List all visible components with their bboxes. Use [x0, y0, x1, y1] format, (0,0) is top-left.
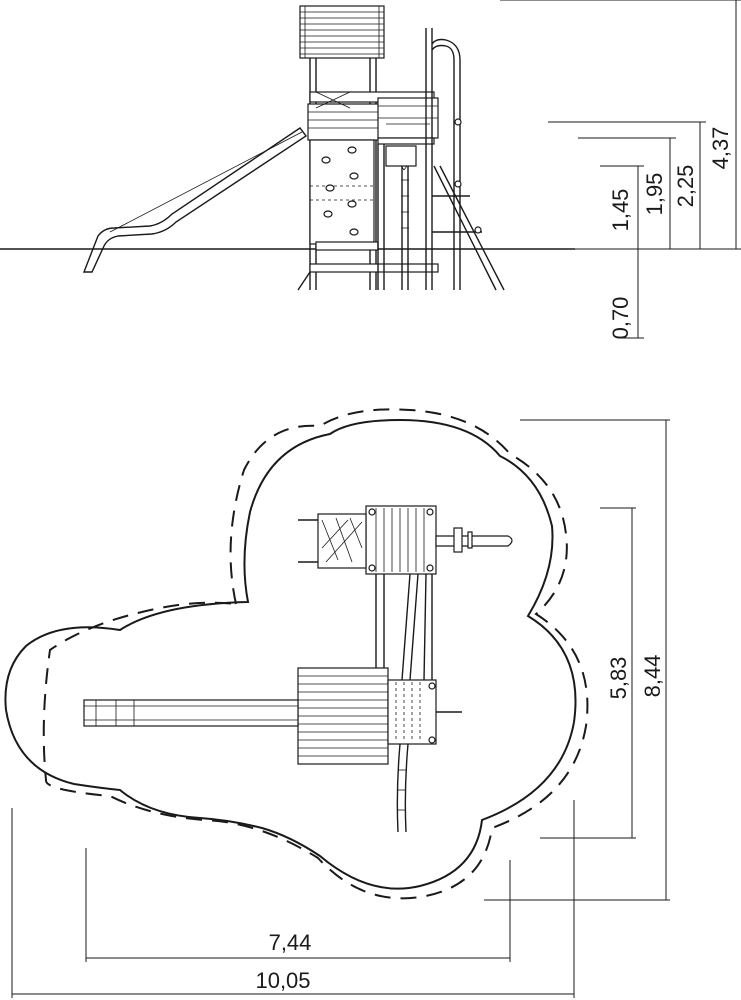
rope-ladder-side — [401, 166, 409, 290]
rope-ladder-plan — [396, 743, 409, 833]
lower-tower-plan — [297, 667, 462, 765]
upper-platform-height-label: 2,25 — [673, 165, 698, 208]
tower-wall-panel — [307, 91, 435, 141]
second-tower-side — [377, 28, 439, 290]
width-equipment-label: 7,44 — [269, 930, 312, 955]
fall-zone-outline — [42, 408, 589, 900]
slide-side — [82, 127, 308, 273]
ladder-side — [432, 165, 505, 291]
total-height-label: 4,37 — [708, 127, 733, 170]
climbing-wall-side — [309, 139, 375, 245]
bridge-plan — [375, 573, 433, 681]
pole-arm-plan — [435, 527, 513, 553]
roof-tower-plan — [365, 505, 437, 575]
depth-equipment-label: 5,83 — [606, 657, 631, 700]
base-frame-side — [309, 241, 439, 273]
climbing-net-plan — [298, 513, 367, 569]
middle-platform-height-label: 1,95 — [642, 173, 667, 216]
plan-dimension-lines — [11, 419, 670, 998]
depth-total-label: 8,44 — [640, 655, 665, 698]
height-dimension-lines — [500, 0, 741, 339]
safety-zone-outline — [4, 418, 577, 890]
fireman-pole-side — [431, 38, 462, 290]
foundation-depth-label: 0,70 — [608, 297, 633, 340]
lower-platform-height-label: 1,45 — [608, 189, 633, 232]
plan-view: 8,44 5,83 7,44 10,05 — [4, 408, 670, 998]
elevation-view: 4,37 2,25 1,95 1,45 0,70 — [0, 0, 741, 339]
tower-roof-side — [299, 5, 385, 59]
width-total-label: 10,05 — [255, 968, 310, 993]
slide-plan — [83, 699, 299, 727]
